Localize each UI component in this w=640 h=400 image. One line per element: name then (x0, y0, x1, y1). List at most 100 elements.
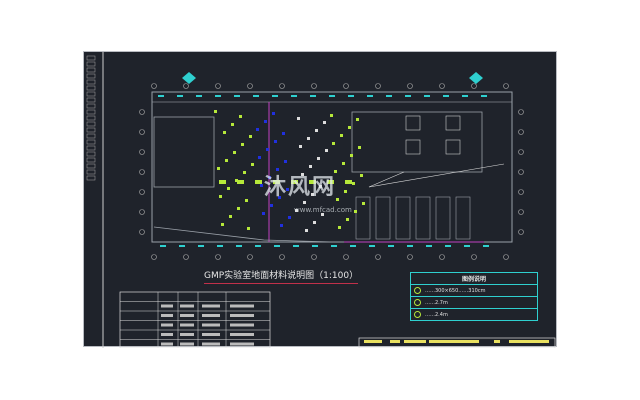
dimension-tick (253, 95, 259, 97)
strip-cell (86, 157, 96, 163)
grid-bubble (139, 109, 145, 115)
equipment-mark (217, 167, 220, 170)
strip-cell (86, 127, 96, 133)
strip-cell (86, 61, 96, 67)
title-block-text (364, 340, 382, 343)
grid-bubble (183, 254, 189, 260)
grid-bubble (247, 83, 253, 89)
floor-plan (86, 52, 556, 348)
circle-symbol-icon (414, 311, 421, 318)
equipment-mark (299, 145, 302, 148)
watermark-url: www.mfcad.com (294, 206, 352, 214)
equipment-mark (237, 180, 244, 184)
equipment-mark (317, 157, 320, 160)
equipment-mark (288, 216, 291, 219)
dimension-tick (350, 245, 356, 247)
equipment-mark (219, 195, 222, 198)
title-block-text (494, 340, 500, 343)
equipment-mark (345, 180, 352, 184)
equipment-mark (342, 162, 345, 165)
equipment-mark (262, 212, 265, 215)
equipment-mark (266, 148, 269, 151)
dimension-tick (367, 95, 373, 97)
equipment-mark (362, 202, 365, 205)
equipment-mark (291, 180, 298, 184)
equipment-mark (352, 182, 355, 185)
dimension-tick (293, 245, 299, 247)
line (368, 163, 505, 188)
strip-cell (86, 175, 96, 181)
cabinet (435, 196, 451, 240)
equipment-mark (268, 176, 271, 179)
title-block-text (509, 340, 549, 343)
dimension-tick (386, 95, 392, 97)
dimension-tick (481, 95, 487, 97)
grid-bubble (247, 254, 253, 260)
grid-bubble (503, 254, 509, 260)
dimension-tick (464, 245, 470, 247)
table-cell-text (180, 342, 194, 346)
dimension-tick (483, 245, 489, 247)
table-cell-text (180, 314, 194, 317)
equipment-mark (260, 184, 263, 187)
equipment-mark (273, 180, 280, 184)
grid-bubble (439, 83, 445, 89)
equipment-mark (219, 180, 226, 184)
dimension-tick (405, 95, 411, 97)
equipment-mark (338, 226, 341, 229)
strip-cell (86, 55, 96, 61)
equipment-mark (323, 121, 326, 124)
north-marker (182, 72, 196, 84)
dimension-tick (388, 245, 394, 247)
equipment-mark (313, 221, 316, 224)
equipment-mark (309, 165, 312, 168)
grid-bubble (407, 83, 413, 89)
grid-bubble (407, 254, 413, 260)
equipment-mark (336, 198, 339, 201)
table-cell-text (230, 333, 254, 336)
table-cell-text (202, 333, 220, 336)
elevator (405, 139, 421, 155)
equipment-mark (237, 207, 240, 210)
equipment-mark (307, 137, 310, 140)
equipment-mark (358, 146, 361, 149)
cabinet (375, 196, 391, 240)
legend-item: ……300×650……310cm (411, 285, 537, 297)
grid-bubble (151, 254, 157, 260)
equipment-mark (251, 163, 254, 166)
grid-bubble (215, 83, 221, 89)
table-cell-text (202, 314, 220, 317)
table-cell-text (230, 323, 254, 327)
equipment-mark (330, 114, 333, 117)
equipment-mark (354, 210, 357, 213)
equipment-mark (278, 196, 281, 199)
table-cell-text (230, 342, 254, 346)
strip-cell (86, 151, 96, 157)
equipment-mark (235, 179, 238, 182)
dimension-tick (255, 245, 261, 247)
equipment-mark (346, 218, 349, 221)
grid-bubble (343, 254, 349, 260)
table-cell-text (202, 342, 220, 346)
legend-item: ……2.7m (411, 297, 537, 309)
equipment-mark (327, 180, 334, 184)
cabinet (355, 196, 371, 240)
grid-bubble (183, 83, 189, 89)
dimension-tick (236, 245, 242, 247)
room (153, 116, 215, 188)
equipment-mark (247, 227, 250, 230)
equipment-mark (282, 132, 285, 135)
dimension-tick (329, 95, 335, 97)
dimension-tick (407, 245, 413, 247)
equipment-mark (231, 123, 234, 126)
grid-bubble (279, 254, 285, 260)
equipment-mark (243, 171, 246, 174)
equipment-mark (311, 193, 314, 196)
spec-table (119, 291, 271, 348)
equipment-mark (225, 159, 228, 162)
grid-bubble (375, 254, 381, 260)
grid-bubble (518, 129, 524, 135)
equipment-mark (332, 142, 335, 145)
dimension-tick (291, 95, 297, 97)
equipment-mark (301, 173, 304, 176)
